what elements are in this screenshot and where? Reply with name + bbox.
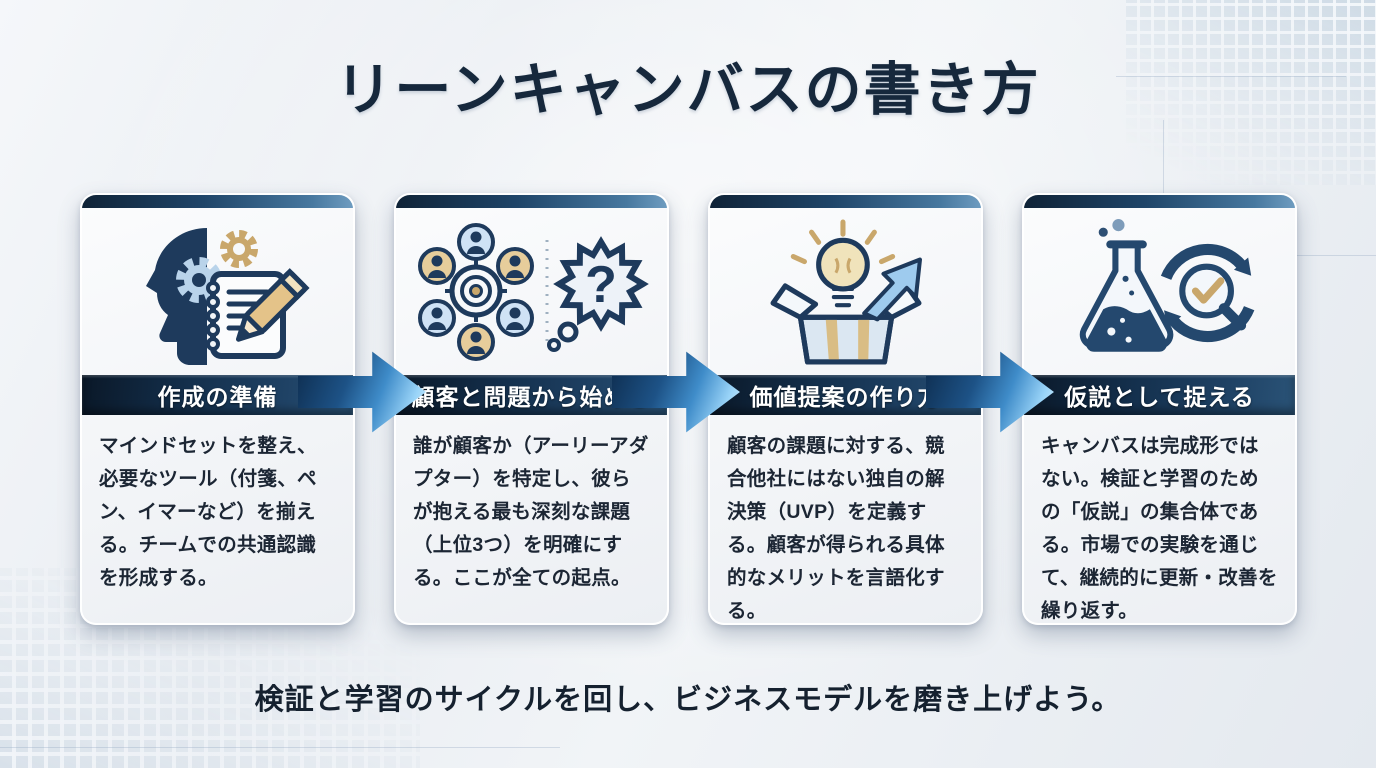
step-card-customer-problem: ? 顧客と問題から始める 誰が顧客か（アーリーアダプター）を特定し、彼らが抱える… bbox=[394, 193, 669, 625]
svg-text:?: ? bbox=[585, 256, 617, 314]
card-icon-zone bbox=[82, 208, 353, 375]
step-description: 誰が顧客か（アーリーアダプター）を特定し、彼らが抱える最も深刻な課題（上位3つ）… bbox=[413, 435, 649, 589]
step-description: マインドセットを整え、必要なツール（付箋、ペン、イマーなど）を揃える。チームでの… bbox=[99, 435, 317, 589]
step-banner: 仮説として捉える bbox=[1024, 375, 1295, 415]
step-description: 顧客の課題に対する、競合他社にはない独自の解決策（UVP）を定義する。顧客が得ら… bbox=[727, 435, 945, 622]
card-top-accent-bar bbox=[82, 195, 353, 208]
card-top-accent-bar bbox=[1024, 195, 1295, 208]
magnifier-check-icon bbox=[1178, 263, 1246, 331]
cycle-arrowheads bbox=[1163, 257, 1251, 328]
card-top-accent-bar bbox=[710, 195, 981, 208]
avatar bbox=[456, 322, 495, 361]
customer-problem-icon: ? bbox=[417, 222, 649, 361]
footer-message: 検証と学習のサイクルを回し、ビジネスモデルを磨き上げよう。 bbox=[254, 684, 1122, 716]
step-card-preparation: 作成の準備 マインドセットを整え、必要なツール（付箋、ペン、イマーなど）を揃える… bbox=[80, 193, 355, 625]
gear-icon bbox=[219, 229, 258, 268]
avatar bbox=[495, 246, 534, 285]
cycle-arrows-icon bbox=[1160, 243, 1254, 342]
avatar bbox=[417, 246, 456, 285]
question-burst-icon: ? bbox=[546, 235, 649, 352]
card-top-accent-bar bbox=[396, 195, 667, 208]
flask-icon bbox=[1079, 218, 1173, 352]
step-card-hypothesis: 仮説として捉える キャンバスは完成形ではない。検証と学習のための「仮説」の集合体… bbox=[1022, 193, 1297, 625]
lightbulb-icon bbox=[815, 237, 870, 307]
light-rays bbox=[790, 219, 895, 264]
target-icon bbox=[444, 259, 507, 322]
step-banner: 価値提案の作り方 bbox=[710, 375, 981, 415]
decorative-line bbox=[0, 747, 560, 748]
page-title: リーンキャンバスの書き方 bbox=[335, 58, 1041, 122]
growth-arrow-icon bbox=[861, 257, 922, 321]
uvp-lightbulb-box-icon bbox=[770, 219, 922, 364]
avatar bbox=[456, 222, 495, 261]
hypothesis-flask-cycle-icon bbox=[1079, 218, 1254, 352]
avatar bbox=[417, 298, 456, 337]
card-icon-zone: ? bbox=[396, 208, 667, 375]
card-icon-zone bbox=[710, 208, 981, 375]
card-icon-zone bbox=[1024, 208, 1295, 375]
step-description: キャンバスは完成形ではない。検証と学習のための「仮説」の集合体である。市場での実… bbox=[1041, 435, 1278, 622]
avatar bbox=[495, 298, 534, 337]
mindset-tools-icon bbox=[145, 227, 310, 365]
step-card-value-proposition: 価値提案の作り方 顧客の課題に対する、競合他社にはない独自の解決策（UVP）を定… bbox=[708, 193, 983, 625]
pencil-icon bbox=[235, 267, 310, 342]
